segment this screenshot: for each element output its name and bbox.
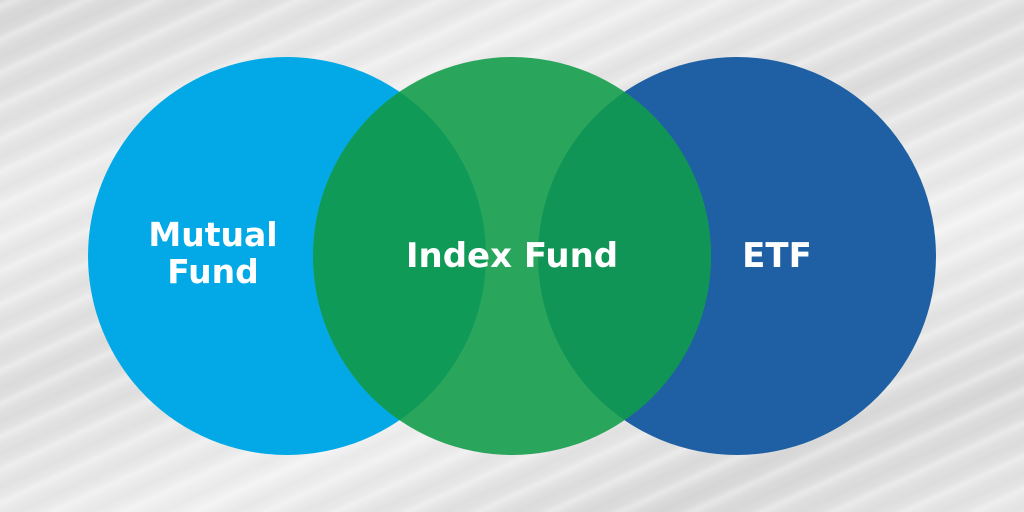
- label-mutual-line1: Mutual: [148, 215, 278, 254]
- label-mutual-fund: Mutual Fund: [128, 216, 298, 290]
- overlap-index-etf: [538, 57, 711, 455]
- label-etf: ETF: [742, 236, 812, 276]
- overlap-mutual-index: [313, 57, 486, 455]
- label-index-fund: Index Fund: [405, 236, 619, 276]
- label-mutual-line2: Fund: [167, 252, 259, 291]
